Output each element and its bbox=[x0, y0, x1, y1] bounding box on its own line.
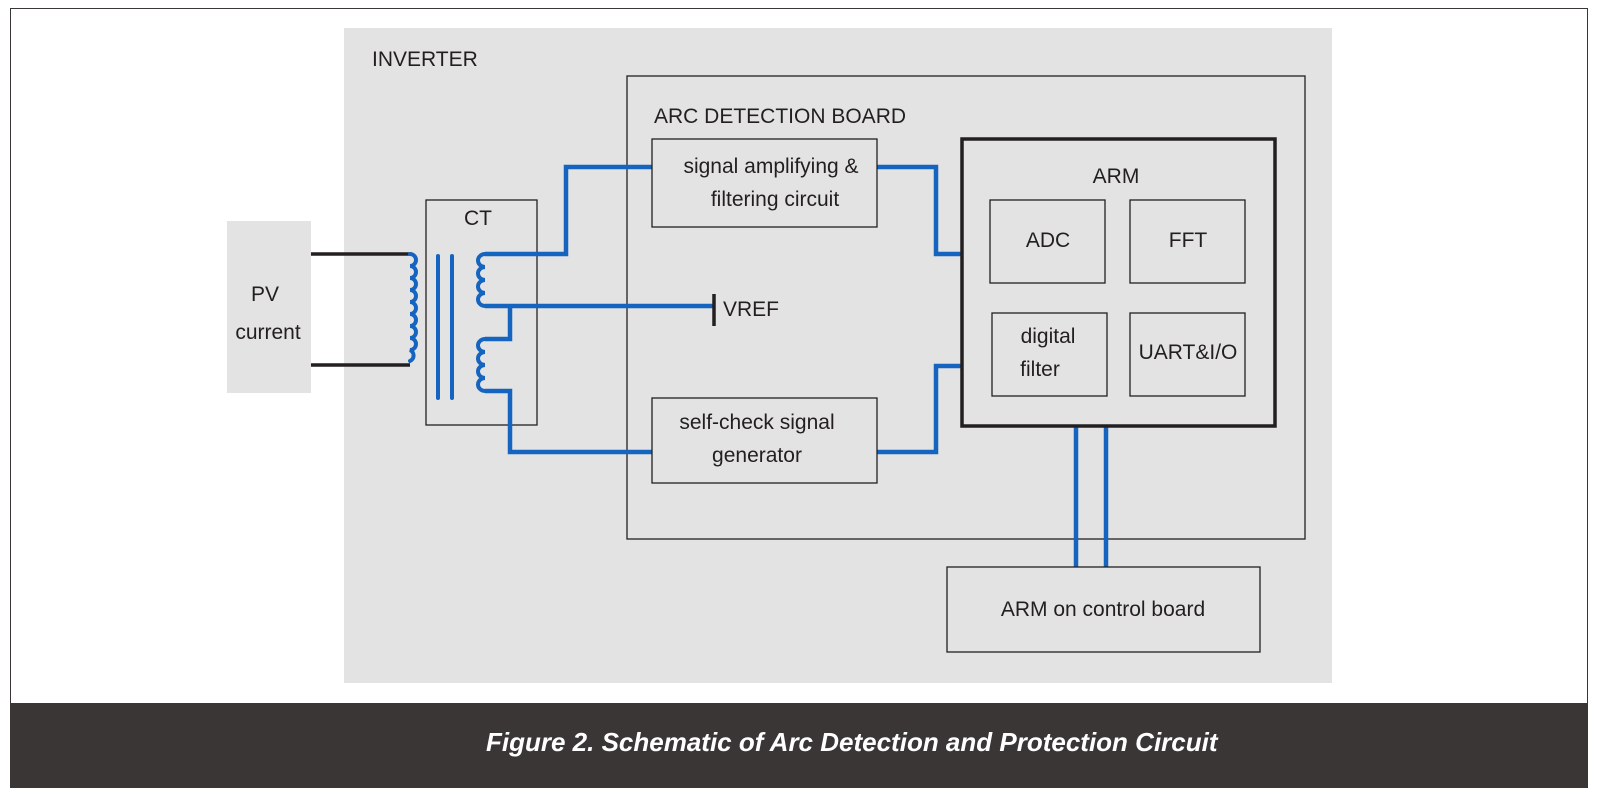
fft-label: FFT bbox=[1169, 229, 1208, 252]
amplifier-label-line1: signal amplifying & bbox=[683, 155, 858, 178]
arm-box bbox=[960, 137, 1277, 428]
ct-secondary-coil-lower bbox=[476, 337, 487, 393]
arc-detection-board-label: ARC DETECTION BOARD bbox=[654, 105, 906, 128]
uart-io-label: UART&I/O bbox=[1139, 341, 1238, 364]
adc-box bbox=[989, 199, 1106, 284]
wire-ct-center-tap bbox=[485, 306, 513, 342]
fft-box bbox=[1129, 199, 1246, 284]
arm-control-board-box bbox=[946, 566, 1261, 653]
wire-amplifier-to-arm bbox=[877, 164, 962, 257]
amplifier-filter-box bbox=[651, 138, 878, 228]
digital-filter-box bbox=[991, 312, 1108, 397]
digital-filter-label-line1: digital bbox=[1021, 325, 1076, 348]
amplifier-label-line2: filtering circuit bbox=[711, 188, 840, 211]
self-check-label-line2: generator bbox=[712, 444, 802, 467]
adc-label: ADC bbox=[1026, 229, 1070, 252]
pv-label-line1: PV bbox=[251, 283, 279, 306]
self-check-generator-box bbox=[651, 397, 878, 484]
pv-label-line2: current bbox=[235, 321, 301, 344]
figure-frame bbox=[10, 8, 1588, 788]
arm-control-board-label: ARM on control board bbox=[1001, 598, 1205, 621]
ct-box bbox=[425, 199, 538, 426]
inverter-label: INVERTER bbox=[372, 48, 478, 71]
uart-io-box bbox=[1129, 312, 1246, 397]
pv-wires bbox=[311, 252, 410, 367]
caption-bar: Figure 2. Schematic of Arc Detection and… bbox=[10, 703, 1588, 787]
wire-ct-to-selfcheck bbox=[485, 388, 652, 455]
wire-ct-to-amplifier bbox=[485, 164, 652, 257]
inverter-region bbox=[344, 28, 1332, 683]
digital-filter-label-line2: filter bbox=[1020, 358, 1060, 381]
pv-current-box bbox=[227, 221, 311, 393]
figure-caption: Figure 2. Schematic of Arc Detection and… bbox=[486, 727, 1218, 757]
arm-label: ARM bbox=[1093, 165, 1140, 188]
ct-secondary-coil-upper bbox=[476, 252, 487, 308]
ct-primary-coil bbox=[408, 252, 418, 363]
ct-label: CT bbox=[464, 207, 492, 230]
self-check-label-line1: self-check signal bbox=[679, 411, 834, 434]
wire-selfcheck-to-arm bbox=[877, 363, 962, 455]
vref-label: VREF bbox=[723, 298, 779, 321]
